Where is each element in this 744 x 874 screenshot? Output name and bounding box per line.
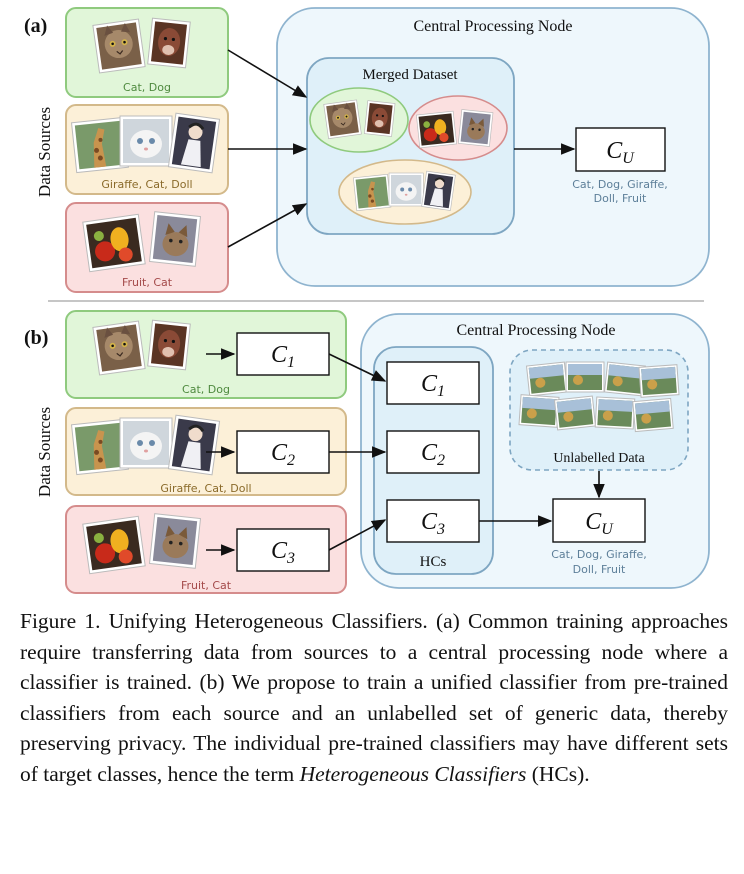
panel-b-c1-local-label: C1 — [271, 342, 295, 371]
caption-emphasis: Heterogeneous Classifiers — [299, 761, 527, 786]
hcs-c1-box — [386, 361, 480, 405]
unlabelled-thumbnail — [565, 361, 605, 393]
panel-b-cu-classes-line-1: Cat, Dog, Giraffe, — [551, 548, 647, 561]
arrow-b-c1-to-hcs — [328, 353, 387, 382]
panel-b-node-title: Central Processing Node — [456, 322, 615, 339]
panel-b-cu-box — [552, 498, 646, 543]
panel-a-cu-classes-line-1: Cat, Dog, Giraffe, — [572, 178, 668, 191]
hcs-c2-box — [386, 430, 480, 474]
panel-b-c2-local-label: C2 — [271, 440, 295, 469]
figure-diagram: (a) Data Sources Cat, Dog Giraffe, Cat, … — [24, 7, 710, 594]
white-cat-thumbnail — [119, 417, 173, 469]
panel-b-cu-classes-line-2: Doll, Fruit — [573, 563, 626, 576]
unlabelled-thumbnail — [632, 397, 674, 433]
panel-a-data-sources-label: Data Sources — [35, 107, 54, 197]
white-cat-thumbnail — [119, 115, 173, 167]
fruit-thumbnail — [82, 213, 146, 273]
unlabelled-data-label: Unlabelled Data — [553, 451, 645, 466]
arrow-a-source-3 — [227, 203, 308, 248]
merged-dog-thumbnail — [363, 100, 396, 137]
panel-b-c1-local-box — [236, 332, 330, 376]
merged-fruit-thumbnail — [416, 110, 457, 149]
merged-dataset-title: Merged Dataset — [362, 67, 458, 83]
hcs-c3-label: C3 — [421, 509, 445, 538]
panel-b-label: (b) — [24, 327, 48, 349]
unlabelled-thumbnail — [518, 394, 560, 428]
panel-a-node-title: Central Processing Node — [413, 18, 572, 35]
panel-b-source-3-caption: Fruit, Cat — [181, 579, 232, 592]
panel-a-cu-label: CU — [606, 138, 635, 167]
panel-a-label: (a) — [24, 15, 47, 37]
hcs-c1-label: C1 — [421, 371, 445, 400]
hcs-label: HCs — [420, 554, 447, 570]
unlabelled-thumbnail — [526, 361, 568, 397]
cat-thumbnail — [92, 18, 146, 74]
dog-thumbnail — [147, 17, 191, 69]
merged-doll-thumbnail — [420, 170, 457, 212]
panel-a-source-3-caption: Fruit, Cat — [122, 276, 173, 289]
panel-b-cu-label: CU — [585, 509, 614, 538]
merged-giraffe-thumbnail — [353, 173, 392, 212]
unlabelled-thumbnail — [638, 364, 680, 398]
caption-lead: Figure 1. Unifying Heterogeneous Classif… — [20, 609, 728, 786]
panel-a-cu-box — [575, 127, 666, 172]
merged-cat2-thumbnail — [457, 109, 494, 147]
panel-b-source-2-caption: Giraffe, Cat, Doll — [160, 482, 251, 495]
unlabelled-thumbnail — [594, 396, 636, 430]
cat-thumbnail — [92, 320, 146, 376]
hcs-c2-label: C2 — [421, 440, 445, 469]
panel-b-c3-local-label: C3 — [271, 538, 295, 567]
panel-b-c2-local-box — [236, 430, 330, 474]
fruit-thumbnail — [82, 515, 146, 575]
merged-cat-thumbnail — [323, 99, 362, 140]
panel-a-cu-classes-line-2: Doll, Fruit — [594, 192, 647, 205]
figure-caption: Figure 1. Unifying Heterogeneous Classif… — [20, 606, 728, 789]
unlabelled-thumbnail — [554, 395, 596, 431]
caption-tail: (HCs). — [526, 761, 590, 786]
doll-thumbnail — [166, 413, 222, 477]
dog-thumbnail — [147, 319, 191, 371]
panel-b-source-1-caption: Cat, Dog — [182, 383, 230, 396]
arrow-a-source-1 — [227, 49, 308, 98]
panel-a-source-2-caption: Giraffe, Cat, Doll — [101, 178, 192, 191]
doll-thumbnail — [166, 111, 222, 175]
hcs-c3-box — [386, 499, 480, 543]
arrow-b-c3-to-hcs — [328, 519, 387, 551]
merged-whitecat-thumbnail — [388, 172, 424, 207]
panel-b-data-sources-label: Data Sources — [35, 407, 54, 497]
panel-a-source-1-caption: Cat, Dog — [123, 81, 171, 94]
cat-thumbnail-2 — [149, 211, 201, 267]
cat-thumbnail-2 — [149, 513, 201, 569]
